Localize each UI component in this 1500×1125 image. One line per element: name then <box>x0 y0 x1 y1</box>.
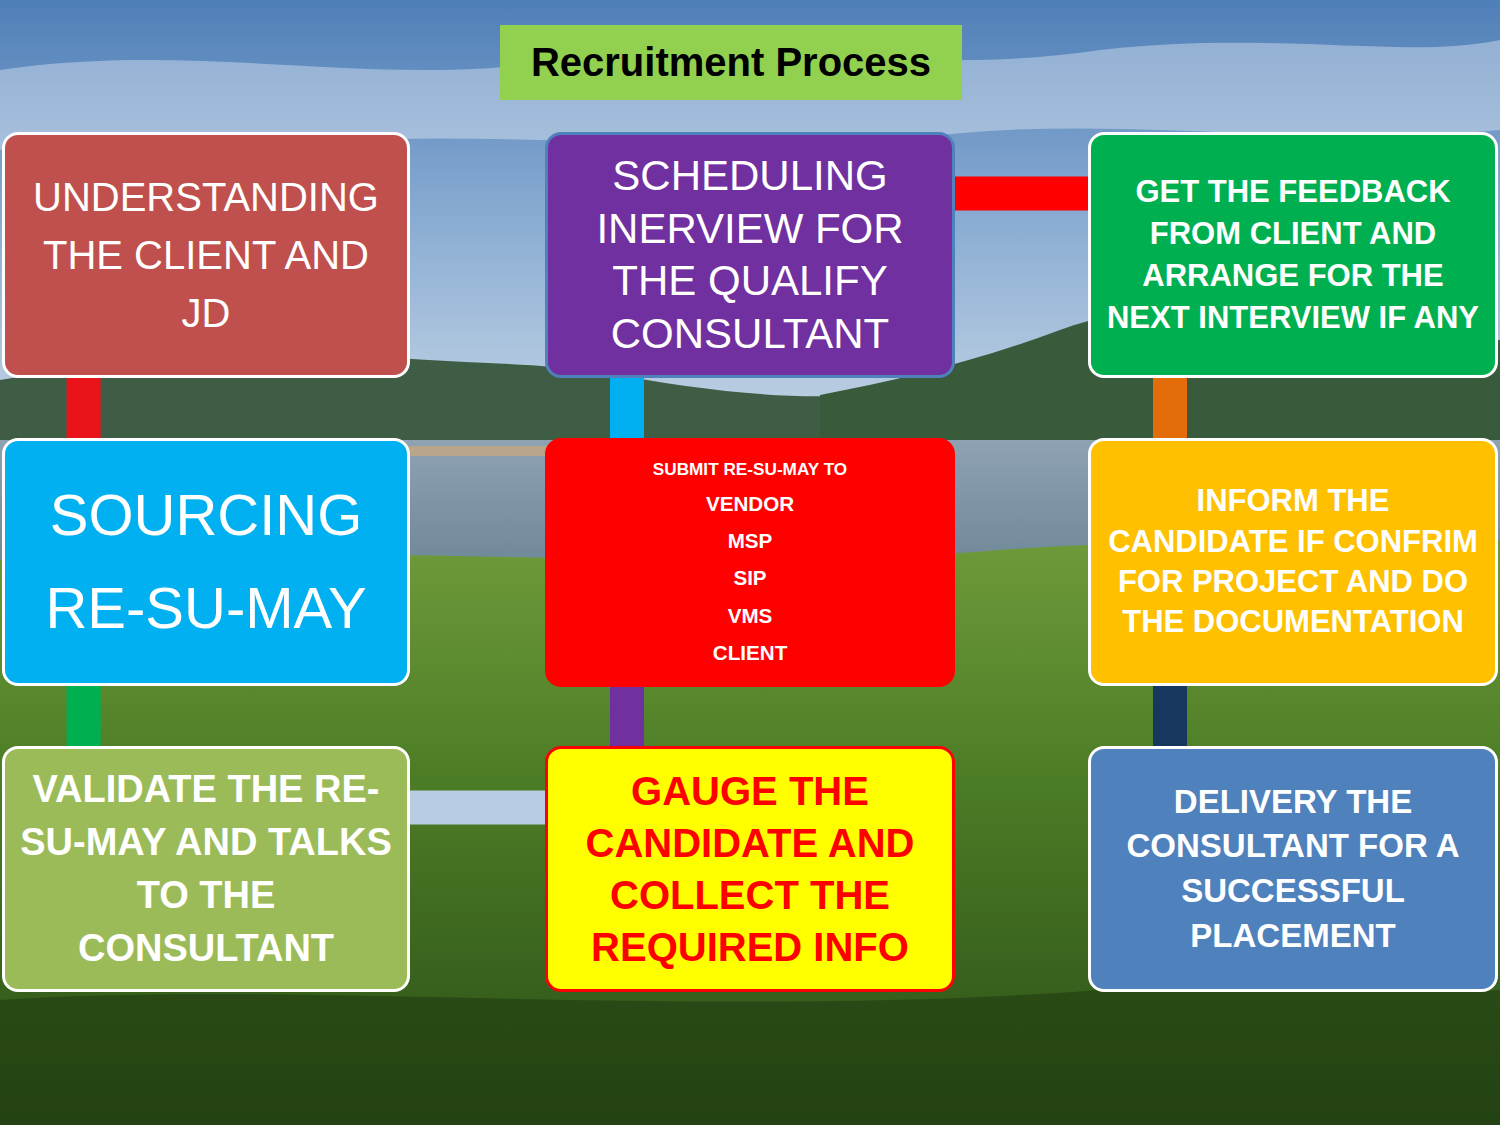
connector-bar <box>67 378 101 438</box>
dam <box>400 446 550 456</box>
connector-bar <box>1153 378 1187 438</box>
connector-bar <box>955 177 1088 211</box>
box-text: DELIVERY THE CONSULTANT FOR A SUCCESSFUL… <box>1103 780 1483 958</box>
connector-bar <box>1153 686 1187 746</box>
box-text: SUBMIT RE-SU-MAY TO <box>560 454 940 485</box>
connector-bar <box>610 687 644 746</box>
process-box: SOURCING RE-SU-MAY <box>2 438 410 686</box>
box-text: VENDOR <box>560 485 940 522</box>
box-content: SUBMIT RE-SU-MAY TOVENDORMSPSIPVMSCLIENT <box>560 454 940 671</box>
process-box: DELIVERY THE CONSULTANT FOR A SUCCESSFUL… <box>1088 746 1498 992</box>
process-box: SCHEDULING INERVIEW FOR THE QUALIFY CONS… <box>545 132 955 378</box>
box-content: SOURCING RE-SU-MAY <box>17 469 395 655</box>
box-text: INFORM THE CANDIDATE IF CONFRIM FOR PROJ… <box>1103 481 1483 642</box>
box-text: GET THE FEEDBACK FROM CLIENT AND ARRANGE… <box>1103 171 1483 338</box>
box-content: UNDERSTANDING THE CLIENT AND JD <box>17 168 395 342</box>
process-box: VALIDATE THE RE-SU-MAY AND TALKS TO THE … <box>2 746 410 992</box>
box-text: VALIDATE THE RE-SU-MAY AND TALKS TO THE … <box>17 763 395 976</box>
connector-bar <box>67 686 101 746</box>
box-content: GET THE FEEDBACK FROM CLIENT AND ARRANGE… <box>1103 171 1483 338</box>
grass-shadow <box>0 986 1500 1125</box>
title-text: Recruitment Process <box>531 40 931 85</box>
box-text: UNDERSTANDING THE CLIENT AND JD <box>17 168 395 342</box>
connector-bar <box>610 378 644 438</box>
box-content: VALIDATE THE RE-SU-MAY AND TALKS TO THE … <box>17 763 395 976</box>
process-box: UNDERSTANDING THE CLIENT AND JD <box>2 132 410 378</box>
box-text: MSP <box>560 522 940 559</box>
box-text: SOURCING RE-SU-MAY <box>17 469 395 655</box>
process-box: GET THE FEEDBACK FROM CLIENT AND ARRANGE… <box>1088 132 1498 378</box>
box-text: GAUGE THE CANDIDATE AND COLLECT THE REQU… <box>560 765 940 973</box>
connector-bar <box>410 791 545 825</box>
box-content: SCHEDULING INERVIEW FOR THE QUALIFY CONS… <box>560 150 940 360</box>
box-content: INFORM THE CANDIDATE IF CONFRIM FOR PROJ… <box>1103 481 1483 642</box>
box-text: SIP <box>560 559 940 596</box>
box-content: GAUGE THE CANDIDATE AND COLLECT THE REQU… <box>560 765 940 973</box>
box-text: CLIENT <box>560 634 940 671</box>
box-text: VMS <box>560 597 940 634</box>
box-text: SCHEDULING INERVIEW FOR THE QUALIFY CONS… <box>560 150 940 360</box>
box-content: DELIVERY THE CONSULTANT FOR A SUCCESSFUL… <box>1103 780 1483 958</box>
process-box: SUBMIT RE-SU-MAY TOVENDORMSPSIPVMSCLIENT <box>545 438 955 687</box>
title-banner: Recruitment Process <box>500 25 962 100</box>
process-box: INFORM THE CANDIDATE IF CONFRIM FOR PROJ… <box>1088 438 1498 686</box>
process-box: GAUGE THE CANDIDATE AND COLLECT THE REQU… <box>545 746 955 992</box>
